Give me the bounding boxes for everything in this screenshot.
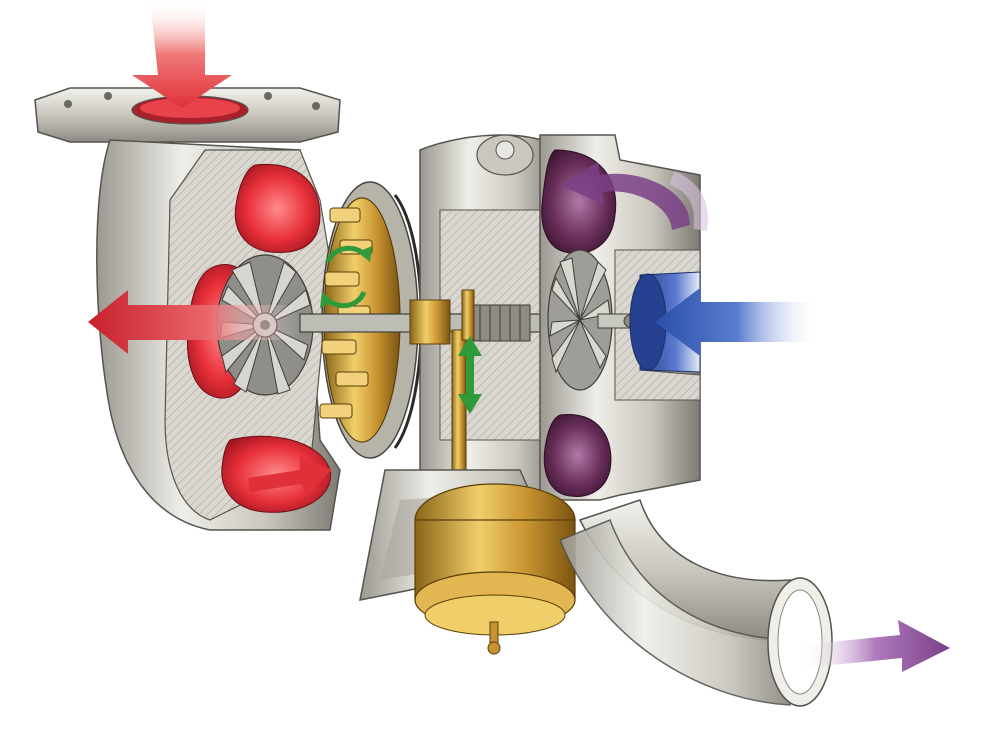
actuator-canister <box>359 469 576 655</box>
actuator-travel-arrow <box>458 336 482 414</box>
compressor-wheel <box>547 249 637 391</box>
arrow-right-icon <box>248 456 332 494</box>
vane-rotation-arrows <box>320 245 372 309</box>
arrow-left-icon <box>88 290 300 354</box>
arrow-left-icon <box>655 288 820 356</box>
actuator-rod <box>451 289 475 501</box>
arrow-right-icon <box>800 620 950 672</box>
arrow-down-icon <box>132 0 232 108</box>
curved-arrow-icon <box>560 162 708 232</box>
compressor-outlet-pipe <box>559 499 833 707</box>
